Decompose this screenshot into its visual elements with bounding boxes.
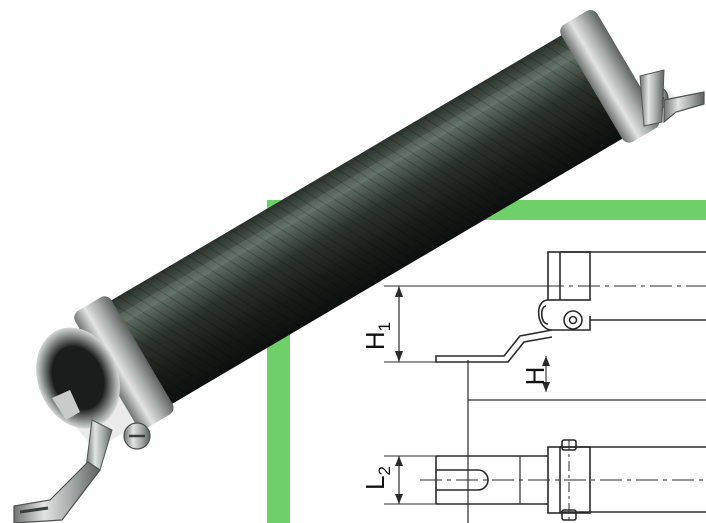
l2-letter: L xyxy=(360,476,390,490)
terminal-lug-side xyxy=(435,329,553,363)
inner-clip xyxy=(52,390,80,420)
h-arrow-top xyxy=(542,356,550,366)
clamp-screw-head xyxy=(563,310,583,330)
h1-arrow-bottom xyxy=(395,351,403,362)
h1-letter: H xyxy=(360,331,390,350)
lug-outline xyxy=(435,455,548,505)
h1-subscript: 1 xyxy=(375,322,394,331)
h-label: H xyxy=(520,367,550,386)
h-arrow-bottom xyxy=(542,382,550,392)
dimension-labels: H1 H L2 xyxy=(360,322,550,490)
clamp-band-outline xyxy=(547,251,591,301)
clamp-screw-slot xyxy=(568,315,578,325)
clamp-band-left xyxy=(74,296,174,429)
tube-glare xyxy=(85,29,608,343)
l2-arrow-top xyxy=(395,456,403,466)
h1-arrow-top xyxy=(395,286,403,297)
tube-body xyxy=(74,10,660,429)
right-bracket xyxy=(639,69,665,127)
l2-subscript: 2 xyxy=(375,466,394,475)
tube-windings xyxy=(82,21,650,419)
h1-label: H1 xyxy=(360,322,394,350)
dimension-drawing xyxy=(384,251,706,523)
clamp-loop-inner xyxy=(540,305,549,325)
left-lug-fork-slot xyxy=(19,506,49,514)
clamp-band-right xyxy=(560,10,660,143)
left-terminal-lug xyxy=(13,461,101,523)
resistor-photo xyxy=(13,10,705,523)
lug-slot xyxy=(436,469,489,491)
right-terminal-lug xyxy=(663,91,705,124)
l2-arrow-bottom xyxy=(395,494,403,504)
l2-label: L2 xyxy=(360,466,394,490)
